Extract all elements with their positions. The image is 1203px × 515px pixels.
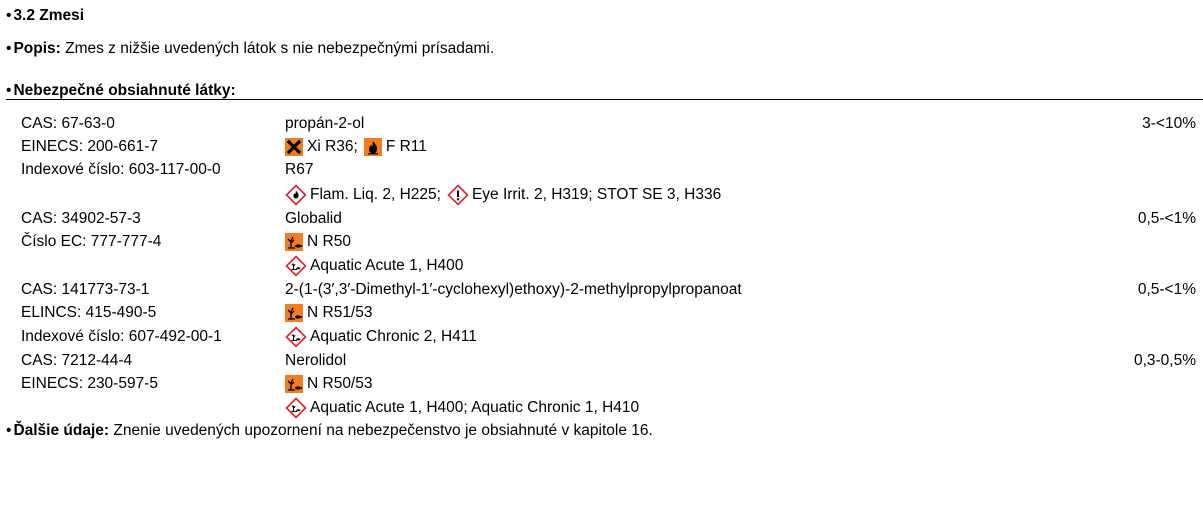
table-row: Aquatic Acute 1, H400; Aquatic Chronic 1… — [0, 396, 1203, 419]
ghs-environment-icon — [285, 397, 307, 419]
r-phrases: N R50 — [285, 230, 351, 253]
table-row: EINECS: 230-597-5 N R50/53 — [0, 372, 1203, 395]
ghs-environment-icon — [285, 255, 307, 277]
substance-name: Globalid — [285, 210, 342, 227]
table-row: CAS: 67-63-0 propán-2-ol 3-<10% — [0, 112, 1203, 135]
substance-name: propán-2-ol — [285, 115, 365, 132]
table-row: CAS: 141773-73-1 2-(1-(3′,3′-Dimethyl-1′… — [0, 278, 1203, 301]
index-number: Indexové číslo: 607-492-00-1 — [21, 328, 222, 345]
table-row: Indexové číslo: 607-492-00-1 Aquatic Chr… — [0, 325, 1203, 348]
popis-line: •Popis: Zmes z nižšie uvedených látok s … — [6, 40, 495, 57]
ec-number: Číslo EC: 777-777-4 — [21, 233, 162, 250]
h-phrases: Aquatic Chronic 2, H411 — [285, 325, 477, 348]
environment-tree-fish-icon — [285, 375, 303, 393]
concentration: 0,3-0,5% — [1133, 352, 1196, 369]
concentration: 0,5-<1% — [1137, 281, 1196, 298]
elincs-number: ELINCS: 415-490-5 — [21, 304, 157, 321]
ghs-environment-icon — [285, 326, 307, 348]
cas-number: CAS: 34902-57-3 — [21, 210, 141, 227]
r-phrases-continued: R67 — [285, 161, 314, 178]
table-row: Flam. Liq. 2, H225; Eye Irrit. 2, H319; … — [0, 183, 1203, 206]
ghs-exclamation-icon — [447, 184, 469, 206]
table-divider — [6, 99, 1203, 100]
harmful-x-icon — [285, 138, 303, 156]
table-row: CAS: 34902-57-3 Globalid 0,5-<1% — [0, 207, 1203, 230]
table-row: Číslo EC: 777-777-4 N R50 — [0, 230, 1203, 253]
flammable-flame-icon — [364, 138, 382, 156]
ghs-flame-icon — [285, 184, 307, 206]
concentration: 0,5-<1% — [1137, 210, 1196, 227]
h-phrases: Flam. Liq. 2, H225; Eye Irrit. 2, H319; … — [285, 183, 721, 206]
further-info-line: •Ďalšie údaje: Znenie uvedených upozorne… — [6, 422, 653, 439]
table-row: ELINCS: 415-490-5 N R51/53 — [0, 301, 1203, 324]
table-row: Aquatic Acute 1, H400 — [0, 254, 1203, 277]
table-row: CAS: 7212-44-4 Nerolidol 0,3-0,5% — [0, 349, 1203, 372]
environment-tree-fish-icon — [285, 233, 303, 251]
einecs-number: EINECS: 230-597-5 — [21, 375, 158, 392]
einecs-number: EINECS: 200-661-7 — [21, 138, 158, 155]
cas-number: CAS: 7212-44-4 — [21, 352, 133, 369]
environment-tree-fish-icon — [285, 304, 303, 322]
cas-number: CAS: 67-63-0 — [21, 115, 115, 132]
index-number: Indexové číslo: 603-117-00-0 — [21, 161, 221, 178]
r-phrases: N R51/53 — [285, 301, 372, 324]
substance-name: Nerolidol — [285, 352, 347, 369]
r-phrases: Xi R36; F R11 — [285, 135, 427, 158]
table-row: Indexové číslo: 603-117-00-0 R67 — [0, 158, 1203, 181]
concentration: 3-<10% — [1142, 115, 1196, 132]
section-heading: •3.2 Zmesi — [6, 7, 85, 24]
table-row: EINECS: 200-661-7 Xi R36; F R11 — [0, 135, 1203, 158]
substance-name: 2-(1-(3′,3′-Dimethyl-1′-cyclohexyl)ethox… — [285, 281, 742, 298]
h-phrases: Aquatic Acute 1, H400 — [285, 254, 463, 277]
r-phrases: N R50/53 — [285, 372, 372, 395]
hazardous-heading: •Nebezpečné obsiahnuté látky: — [6, 82, 236, 99]
cas-number: CAS: 141773-73-1 — [21, 281, 150, 298]
h-phrases: Aquatic Acute 1, H400; Aquatic Chronic 1… — [285, 396, 639, 419]
